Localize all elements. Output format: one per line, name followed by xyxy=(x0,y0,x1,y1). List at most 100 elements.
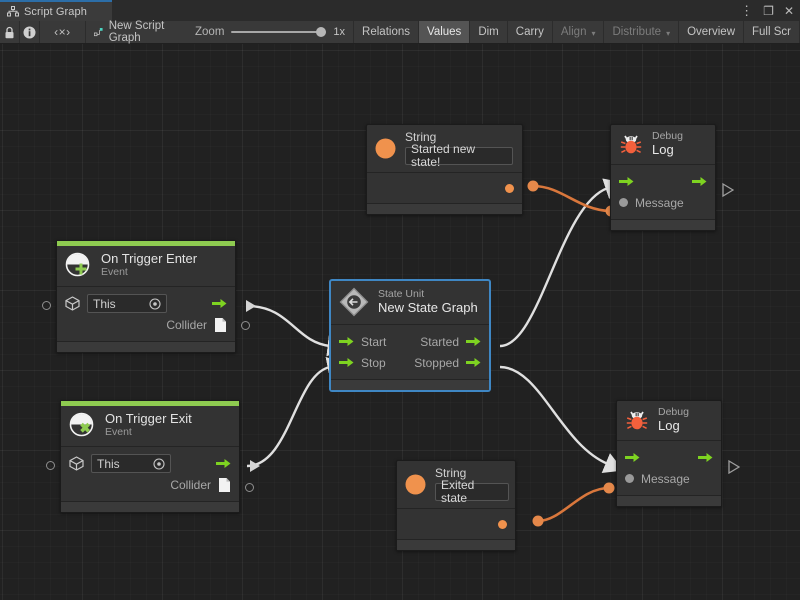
align-button[interactable]: Align ▾ xyxy=(552,21,605,43)
flow-output-port[interactable] xyxy=(216,458,231,469)
node-debug-log-top[interactable]: Debug Log Message xyxy=(610,124,716,232)
code-view-button[interactable]: ‹×› xyxy=(39,21,86,43)
node-footer xyxy=(397,539,515,551)
collider-external-port-exit[interactable] xyxy=(245,483,254,492)
flow-output-port[interactable] xyxy=(212,298,227,309)
window-controls: ⋮ ❐ ✕ xyxy=(740,0,794,21)
event-target-external-port-exit[interactable] xyxy=(46,461,55,470)
window-menu-icon[interactable]: ⋮ xyxy=(740,3,754,18)
string-value-field[interactable]: Exited state xyxy=(435,478,509,505)
target-field[interactable]: This xyxy=(87,294,167,313)
node-on-trigger-enter[interactable]: On Trigger Enter Event This xyxy=(56,240,236,353)
node-footer xyxy=(61,501,239,512)
graph-name[interactable]: New Script Graph xyxy=(85,20,182,44)
node-string-top[interactable]: String Started new state! xyxy=(366,124,523,216)
stopped-output-port[interactable] xyxy=(466,357,481,368)
start-input-port[interactable] xyxy=(339,336,354,347)
stop-input-port[interactable] xyxy=(339,357,354,368)
flow-output-external-marker-top[interactable] xyxy=(722,183,734,197)
collider-row: Collider xyxy=(65,314,227,335)
start-label: Start xyxy=(361,334,387,349)
node-state-unit[interactable]: State Unit New State Graph Start Started xyxy=(330,280,490,391)
node-header: State Unit New State Graph xyxy=(331,281,489,324)
node-body: This Collider xyxy=(61,447,239,501)
flow-output-external-marker-bottom[interactable] xyxy=(728,460,740,474)
node-title: On Trigger Exit xyxy=(105,411,192,427)
flow-output-external-marker-enter[interactable] xyxy=(245,299,257,313)
zoom-value: 1x xyxy=(333,26,346,38)
message-input-port[interactable] xyxy=(625,474,634,484)
carry-button[interactable]: Carry xyxy=(507,21,553,43)
node-subtitle: State Unit xyxy=(378,287,425,300)
collider-external-port-enter[interactable] xyxy=(241,321,250,330)
value-output-port[interactable] xyxy=(505,184,514,194)
tab-label: Script Graph xyxy=(24,5,87,18)
node-on-trigger-exit[interactable]: On Trigger Exit Event This xyxy=(60,400,240,513)
values-button[interactable]: Values xyxy=(419,21,471,43)
node-subtitle: Event xyxy=(105,425,132,438)
stop-row: Stop Stopped xyxy=(339,352,481,373)
node-title: New State Graph xyxy=(378,299,478,315)
node-string-bottom[interactable]: String Exited state xyxy=(396,460,516,552)
flow-output-external-marker-exit[interactable] xyxy=(249,459,261,473)
node-header: On Trigger Exit Event xyxy=(61,406,239,446)
collider-row: Collider xyxy=(69,474,231,495)
string-value-icon xyxy=(405,474,426,495)
graph-canvas[interactable]: String Started new state! xyxy=(0,44,800,600)
chevron-down-icon: ▾ xyxy=(666,28,671,38)
node-title: On Trigger Enter xyxy=(101,251,198,267)
event-target-external-port-enter[interactable] xyxy=(42,301,51,310)
target-row: This xyxy=(65,293,227,314)
target-picker-icon[interactable] xyxy=(153,457,165,470)
divider xyxy=(61,446,239,447)
fullscreen-button[interactable]: Full Scr xyxy=(744,21,800,43)
relations-button[interactable]: Relations xyxy=(354,21,419,43)
maximize-icon[interactable]: ❐ xyxy=(763,3,774,18)
flow-output-port[interactable] xyxy=(698,452,713,463)
script-graph-icon xyxy=(7,6,19,17)
node-body: Message xyxy=(611,165,715,219)
info-button[interactable] xyxy=(19,21,40,43)
flow-output-port[interactable] xyxy=(692,176,707,187)
target-value: This xyxy=(93,296,116,311)
chevron-down-icon: ▾ xyxy=(591,28,596,38)
message-row: Message xyxy=(619,192,707,213)
zoom-slider[interactable] xyxy=(231,26,327,38)
zoom-slider-track xyxy=(231,31,327,33)
node-footer xyxy=(611,219,715,231)
overview-button[interactable]: Overview xyxy=(679,21,745,43)
target-value: This xyxy=(97,456,120,471)
string-value-icon xyxy=(375,138,396,159)
string-value-field[interactable]: Started new state! xyxy=(405,142,513,169)
message-label: Message xyxy=(635,195,684,210)
lock-button[interactable] xyxy=(0,21,20,43)
collider-file-icon[interactable] xyxy=(218,477,231,493)
collider-label: Collider xyxy=(170,477,211,492)
zoom-slider-knob[interactable] xyxy=(316,27,327,37)
started-output-port[interactable] xyxy=(466,336,481,347)
flow-input-port[interactable] xyxy=(625,452,640,463)
tab-script-graph[interactable]: Script Graph xyxy=(0,0,112,21)
bug-icon xyxy=(620,135,642,154)
divider xyxy=(367,172,522,174)
title-bar: Script Graph ⋮ ❐ ✕ xyxy=(0,0,800,21)
node-debug-log-bottom[interactable]: Debug Log Message xyxy=(616,400,722,508)
collider-file-icon[interactable] xyxy=(214,317,227,333)
divider xyxy=(617,440,721,442)
message-input-port[interactable] xyxy=(619,198,628,208)
flow-input-port[interactable] xyxy=(619,176,634,187)
node-header: Debug Log xyxy=(611,125,715,164)
node-header: On Trigger Enter Event xyxy=(57,246,235,286)
graph-node-icon xyxy=(93,28,103,37)
value-output-port[interactable] xyxy=(498,520,507,530)
zoom-control[interactable]: Zoom 1x xyxy=(181,21,355,43)
dim-button[interactable]: Dim xyxy=(470,21,508,43)
close-icon[interactable]: ✕ xyxy=(783,3,794,18)
event-accent-bar xyxy=(57,241,235,246)
event-accent-bar xyxy=(61,401,239,406)
distribute-button[interactable]: Distribute ▾ xyxy=(604,21,680,43)
target-picker-icon[interactable] xyxy=(149,297,161,310)
target-field[interactable]: This xyxy=(91,454,171,473)
node-footer xyxy=(331,379,489,390)
